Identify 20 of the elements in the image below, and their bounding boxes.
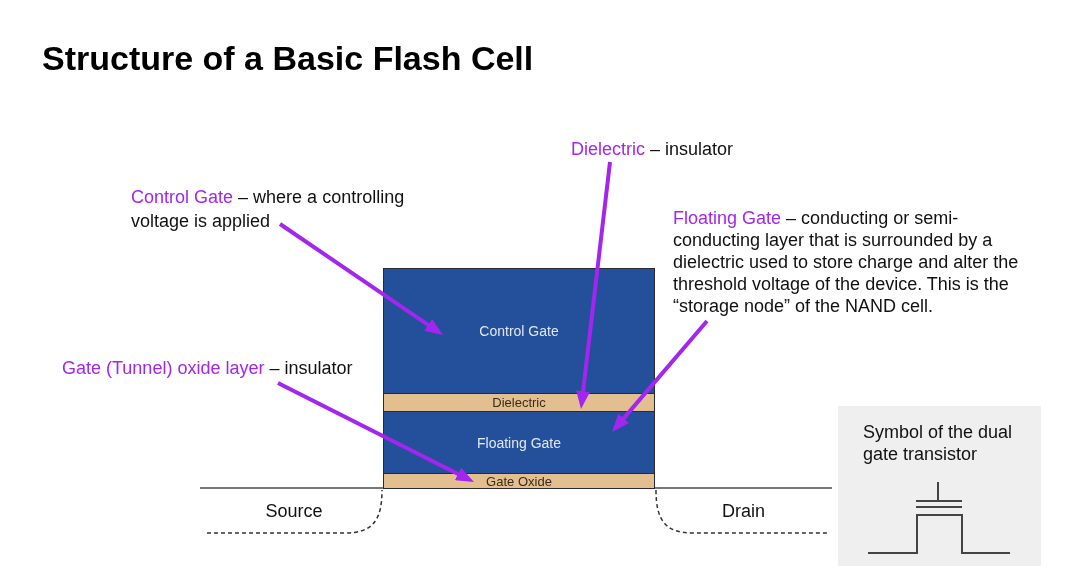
panel-caption: Symbol of the dual gate transistor xyxy=(863,421,1014,465)
leader-arrow xyxy=(576,161,612,410)
title: Structure of a Basic Flash Cell xyxy=(42,38,534,78)
layer-label: Dielectric xyxy=(492,396,546,409)
callout-text: Floating Gate – conducting or semi-conducting layer that is surrounded by a dielectric used to store charge and alter the threshold voltage of the device. This is the “storage node” of the NAND cell. xyxy=(673,207,1025,317)
floating-gate-layer xyxy=(383,411,655,474)
symbol-panel xyxy=(838,406,1041,566)
callout-text: Dielectric – insulator xyxy=(571,138,734,160)
region-label: Drain xyxy=(722,500,765,522)
leader-arrow xyxy=(278,222,445,337)
layer-label: Gate Oxide xyxy=(486,474,552,488)
callout-text: Gate (Tunnel) oxide layer – insulator xyxy=(62,357,353,379)
layer-label: Control Gate xyxy=(479,324,559,338)
layer-label: Floating Gate xyxy=(476,435,562,450)
gate-oxide-layer xyxy=(383,473,655,489)
leader-arrow xyxy=(277,381,475,484)
control-gate-layer xyxy=(383,268,655,394)
region-label: Source xyxy=(265,500,323,522)
callout-text: Control Gate – where a controlling voltage is applied xyxy=(131,185,416,233)
leader-arrow xyxy=(610,319,709,434)
